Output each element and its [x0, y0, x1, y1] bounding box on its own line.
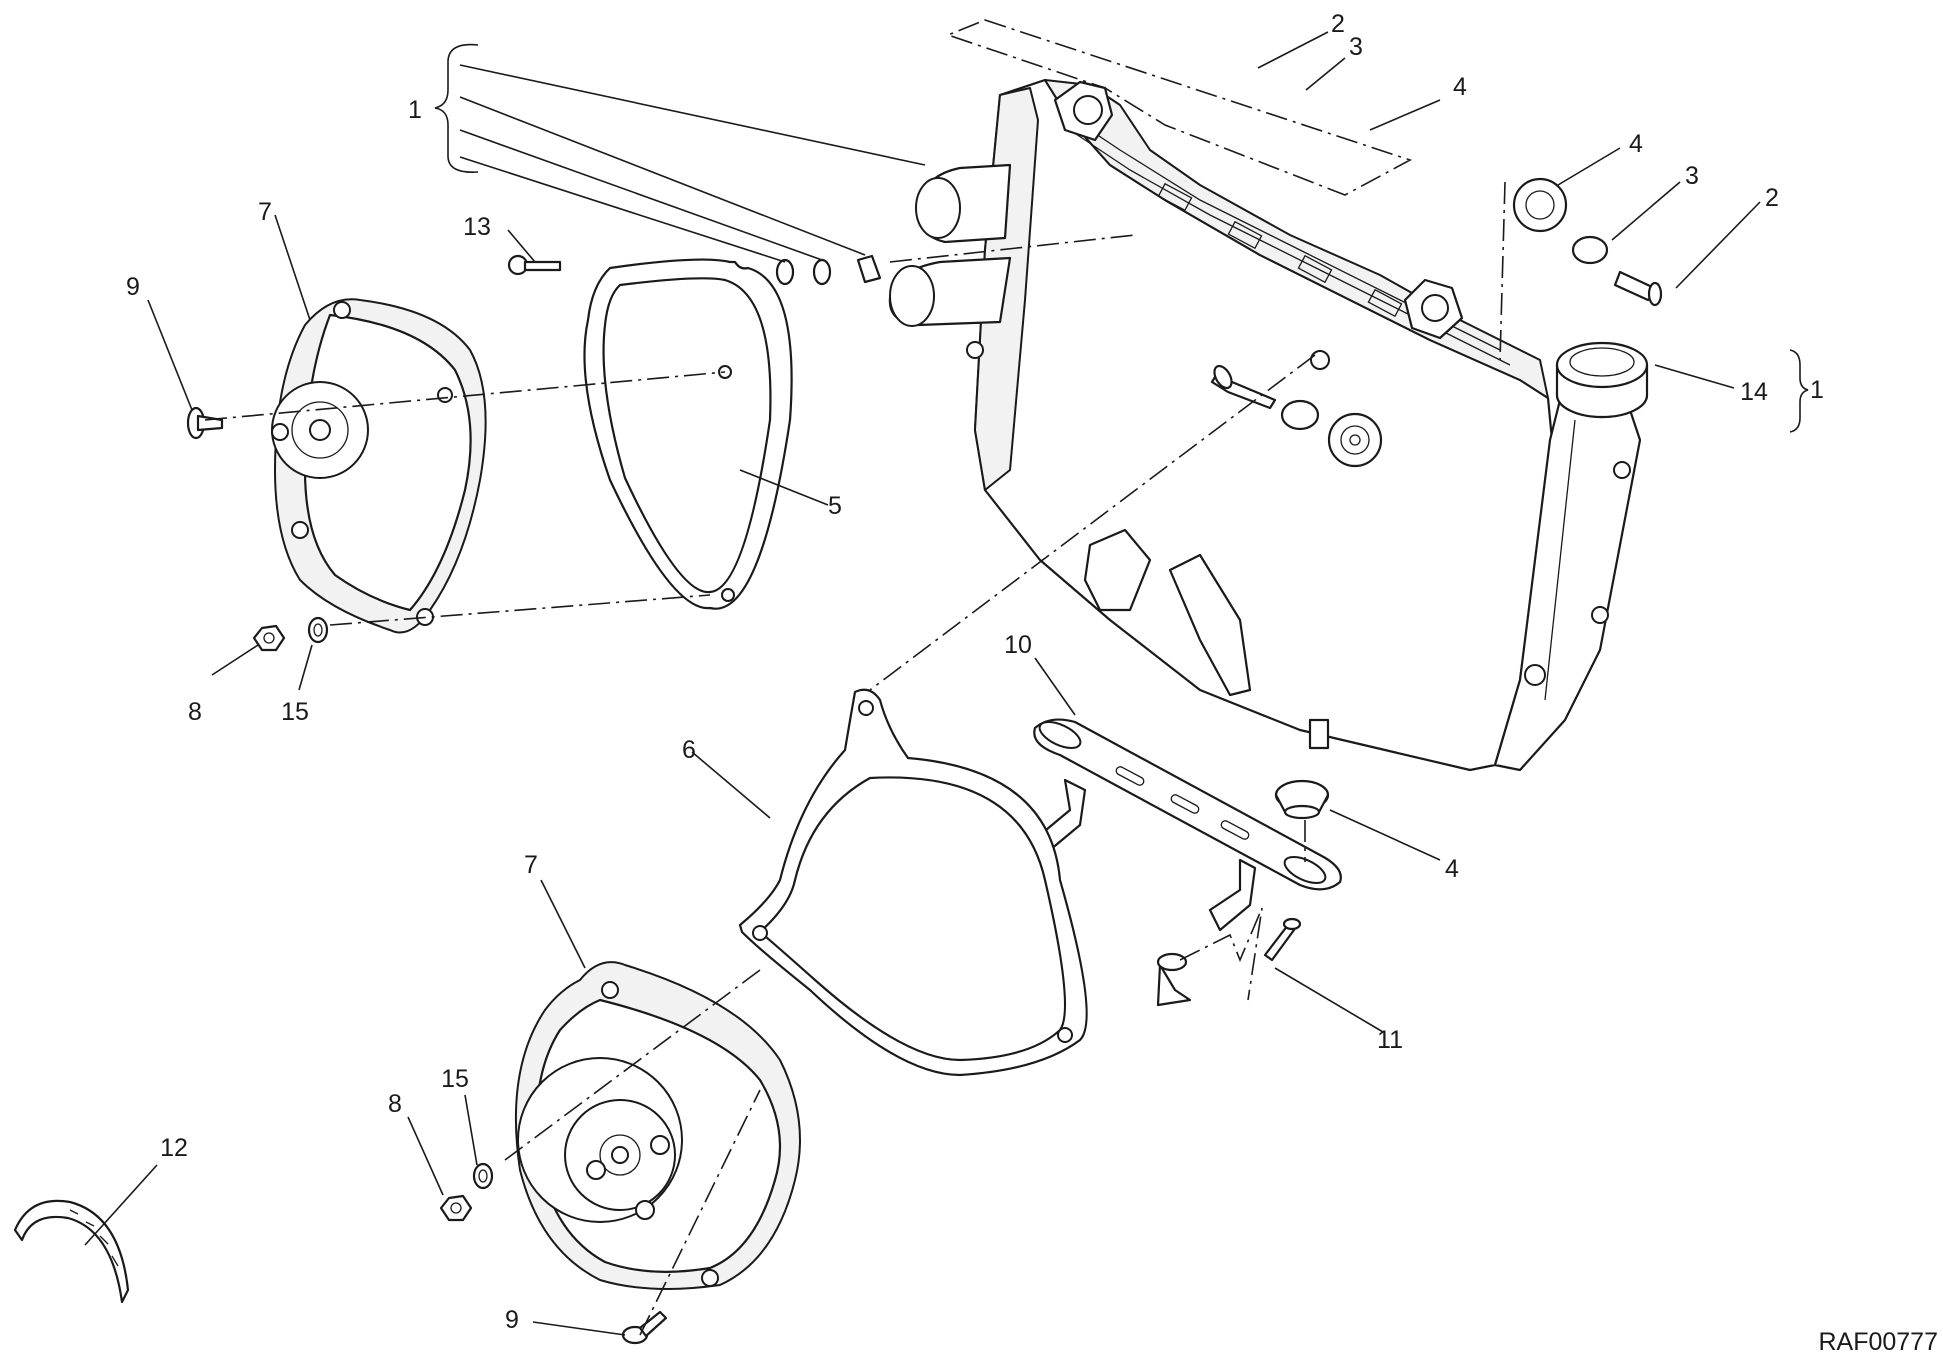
callout-9-lower: 9	[505, 1306, 519, 1334]
callout-6: 6	[682, 736, 696, 764]
callout-12: 12	[160, 1134, 188, 1162]
callout-2-right: 2	[1765, 184, 1779, 212]
screw-9-lower	[621, 1310, 668, 1345]
callout-8-upper: 8	[188, 698, 202, 726]
support-bracket	[1033, 718, 1342, 932]
radiator-cap	[1555, 341, 1649, 419]
washer-15-lower	[472, 1162, 494, 1190]
gasket-lower	[738, 688, 1088, 1077]
callout-10: 10	[1004, 631, 1032, 659]
right-mount-hardware	[1512, 177, 1663, 307]
callout-4-top: 4	[1453, 73, 1467, 101]
fan-lower	[514, 961, 801, 1290]
callout-15-upper: 15	[281, 698, 309, 726]
alignment-lines	[204, 19, 1506, 1336]
callout-11: 11	[1377, 1026, 1403, 1054]
rail-detail	[1157, 182, 1403, 318]
callout-14: 14	[1740, 378, 1768, 406]
fastener-group-13	[507, 254, 882, 286]
damper-lower	[1274, 779, 1330, 820]
leader-lines	[84, 31, 1809, 1336]
callout-4-right: 4	[1629, 130, 1643, 158]
drawing-reference-code: RAF00777	[1818, 1328, 1938, 1356]
gasket-upper	[583, 258, 793, 610]
callout-4-lower: 4	[1445, 855, 1459, 883]
fastener-8-lower	[439, 1194, 473, 1222]
callout-13: 13	[463, 213, 491, 241]
washer-15-upper	[307, 616, 329, 644]
callout-9-upper: 9	[126, 273, 140, 301]
screw-group-11	[1156, 917, 1302, 1007]
callout-3-top: 3	[1349, 33, 1363, 61]
callout-1-left: 1	[408, 96, 422, 124]
callout-7-upper: 7	[258, 198, 272, 226]
screw-9-upper	[186, 406, 224, 440]
fastener-8-upper	[252, 624, 286, 652]
callout-7-lower: 7	[524, 851, 538, 879]
callout-15-lower: 15	[441, 1065, 469, 1093]
cable-tie	[13, 1199, 130, 1304]
callout-1-right: 1	[1810, 376, 1824, 404]
radiator-assembly	[888, 78, 1649, 772]
callout-3-right: 3	[1685, 162, 1699, 190]
callout-labels: 1 1 2 2 3 3 4 4 4 5 6 7 7 8 8 9 9 10 11 …	[126, 10, 1824, 1334]
callout-8-lower: 8	[388, 1090, 402, 1118]
callout-5: 5	[828, 492, 842, 520]
top-mount-hardware	[1210, 364, 1383, 468]
callout-2-top: 2	[1331, 10, 1345, 38]
fan-upper	[271, 298, 487, 634]
